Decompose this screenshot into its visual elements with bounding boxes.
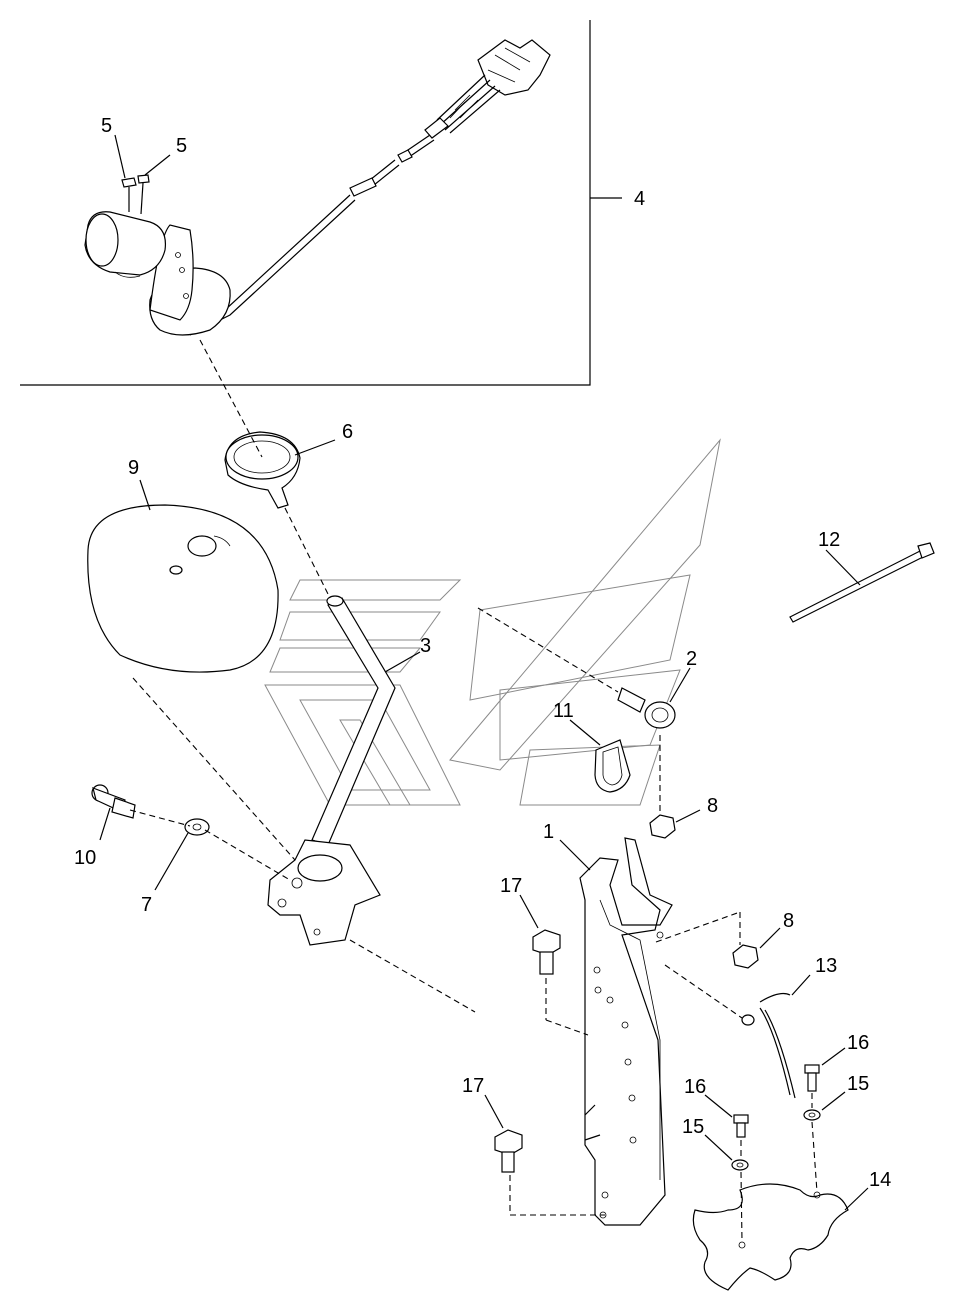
hex-nut-lower: [732, 944, 759, 969]
circular-cover-plate: [87, 504, 279, 673]
boot-grommet: [224, 431, 301, 509]
callout-3: 3: [420, 635, 431, 657]
spring-clip: [594, 739, 631, 793]
callout-13: 13: [815, 955, 837, 977]
callout-15-left: 15: [682, 1116, 704, 1138]
shoulder-bolt: [91, 784, 136, 819]
main-support-bracket: [579, 837, 673, 1226]
flange-bolt-upper: [532, 929, 561, 975]
assembly-lines: [129, 339, 818, 1243]
leader-lines: [99, 134, 869, 1211]
callout-10: 10: [74, 847, 96, 869]
cap-screw-right: [804, 1064, 820, 1092]
callout-7: 7: [141, 894, 152, 916]
callout-6: 6: [342, 421, 353, 443]
callout-4: 4: [634, 188, 645, 210]
callout-5-left: 5: [101, 115, 112, 137]
star-mounting-plate: [692, 1183, 849, 1291]
callout-9: 9: [128, 457, 139, 479]
joystick-assembly: [84, 39, 551, 336]
cap-screw-left: [733, 1114, 749, 1138]
callout-11: 11: [553, 700, 574, 722]
callout-8-lower: 8: [783, 910, 794, 932]
callout-17-upper: 17: [500, 875, 522, 897]
lock-washer-right: [803, 1109, 821, 1121]
lock-washer-left: [731, 1159, 749, 1171]
flange-bolt-lower: [494, 1129, 523, 1173]
callout-16-right: 16: [847, 1032, 869, 1054]
callout-15-right: 15: [847, 1073, 869, 1095]
callout-14: 14: [869, 1169, 891, 1191]
rod-mounting-bracket: [267, 839, 381, 946]
callout-1: 1: [543, 821, 554, 843]
cable-strap: [741, 992, 796, 1099]
hex-nut-upper: [649, 814, 676, 839]
hex-bolt: [617, 687, 676, 729]
watermark-logo: [264, 438, 721, 806]
callout-labels: 5 5 4 6 9 12 3 2 11 8 10 7 1 17 8 13 16 …: [74, 115, 891, 1191]
callout-5-right: 5: [176, 135, 187, 157]
callout-12: 12: [818, 529, 840, 551]
callout-17-lower: 17: [462, 1075, 484, 1097]
callout-2: 2: [686, 648, 697, 670]
callout-16-left: 16: [684, 1076, 706, 1098]
flat-washer: [184, 818, 210, 836]
cable-tie: [789, 542, 935, 623]
callout-8-upper: 8: [707, 795, 718, 817]
item-4-group-frame: [20, 20, 622, 386]
